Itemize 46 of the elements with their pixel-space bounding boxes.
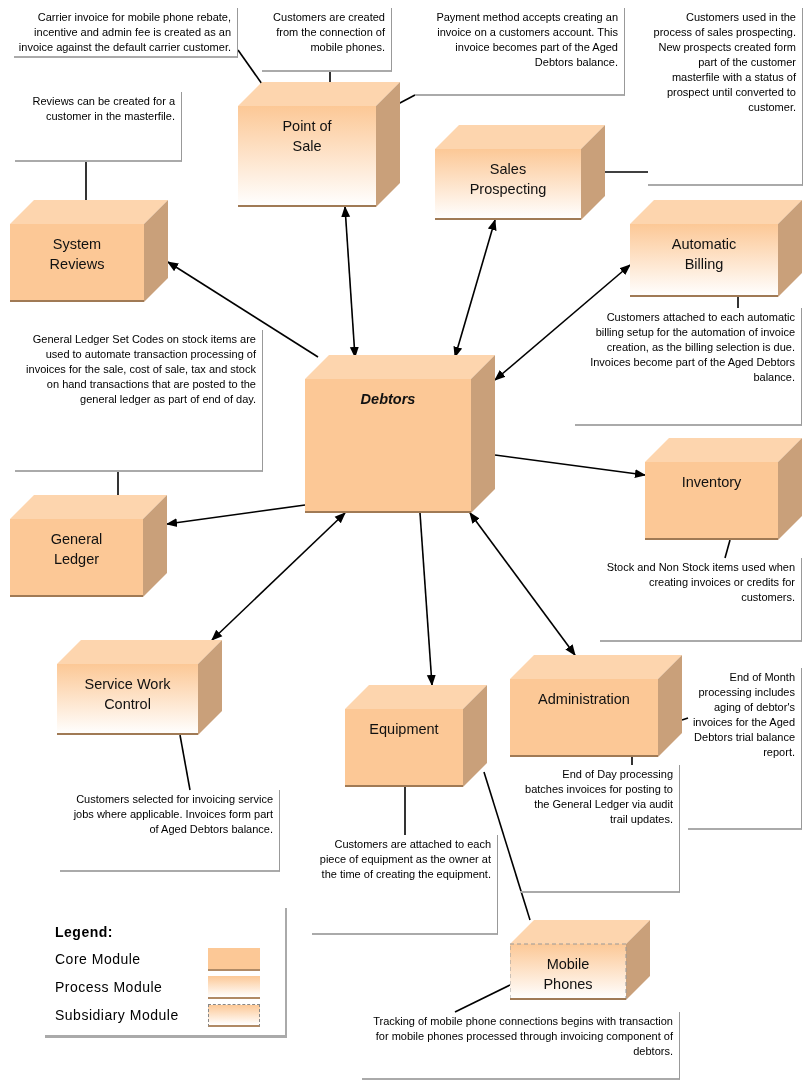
module-label: General Ledger	[49, 530, 104, 569]
leader-line	[85, 161, 87, 201]
leader-line	[681, 717, 689, 721]
legend-label: Core Module	[55, 951, 141, 967]
module-label: Service Work Control	[83, 675, 172, 714]
leader-line	[237, 49, 263, 85]
legend-label: Subsidiary Module	[55, 1007, 179, 1023]
note-text: Payment method accepts creating an invoice on a customers account. This invoice becomes part of the Aged Debtors balance.	[415, 8, 625, 96]
note-text: Customers used in the process of sales prospecting. New prospects created form part of the customer masterfile with a status of prospect until converted to customer.	[648, 8, 803, 186]
leader-line	[604, 171, 649, 173]
note-text: Customers are attached to each piece of equipment as the owner at the time of creating the equipment.	[312, 835, 498, 935]
module-label: Debtors	[359, 390, 417, 409]
note-text: General Ledger Set Codes on stock items are used to automate transaction processing of invoices for the sale, cost of sale, tax and stock on hand transactions that are posted to the general ledger as part of end of day.	[15, 330, 263, 472]
note-text: Carrier invoice for mobile phone rebate, incentive and admin fee is created as an invoice against the default carrier customer.	[14, 8, 238, 58]
leader-line	[454, 984, 511, 1013]
legend-label: Process Module	[55, 979, 163, 995]
note-text: Reviews can be created for a customer in the masterfile.	[15, 92, 182, 162]
note-text: Customers selected for invoicing service jobs where applicable. Invoices form part of Aged Debtors balance.	[60, 790, 280, 872]
note-text: End of Day processing batches invoices for posting to the General Ledger via audit trail updates.	[520, 765, 680, 893]
leader-line	[483, 771, 531, 921]
arrow	[494, 454, 647, 479]
leader-line	[631, 756, 633, 766]
arrow	[469, 512, 576, 656]
module-label: Equipment	[368, 720, 440, 739]
module-label: Administration	[537, 690, 631, 709]
leader-line	[404, 786, 406, 836]
legend-title: Legend:	[55, 924, 113, 940]
module-label: Point of Sale	[281, 117, 333, 156]
module-label: Mobile Phones	[542, 955, 594, 994]
leader-line	[179, 734, 191, 791]
module-label: Inventory	[680, 473, 743, 492]
arrow	[211, 512, 346, 641]
note-text: Stock and Non Stock items used when creating invoices or credits for customers.	[600, 558, 802, 642]
arrow	[494, 264, 631, 381]
leader-line	[737, 296, 739, 309]
note-text: Customers attached to each automatic billing setup for the automation of invoice creation, as the billing selection is due. Invoices become part of the Aged Debtors balance.	[575, 308, 802, 426]
note-text: Customers are created from the connection of mobile phones.	[262, 8, 392, 72]
note-text: Tracking of mobile phone connections begins with transaction for mobile phones processed through invoicing component of debtors.	[362, 1012, 680, 1080]
module-label: Sales Prospecting	[468, 160, 548, 199]
module-label: System Reviews	[48, 235, 106, 274]
note-text: End of Month processing includes aging of debtor's invoices for the Aged Debtors trial balance report.	[688, 668, 802, 830]
module-label: Automatic Billing	[670, 235, 738, 274]
leader-line	[329, 71, 331, 85]
arrow	[167, 261, 319, 358]
arrow	[419, 512, 436, 687]
leader-line	[724, 539, 731, 559]
